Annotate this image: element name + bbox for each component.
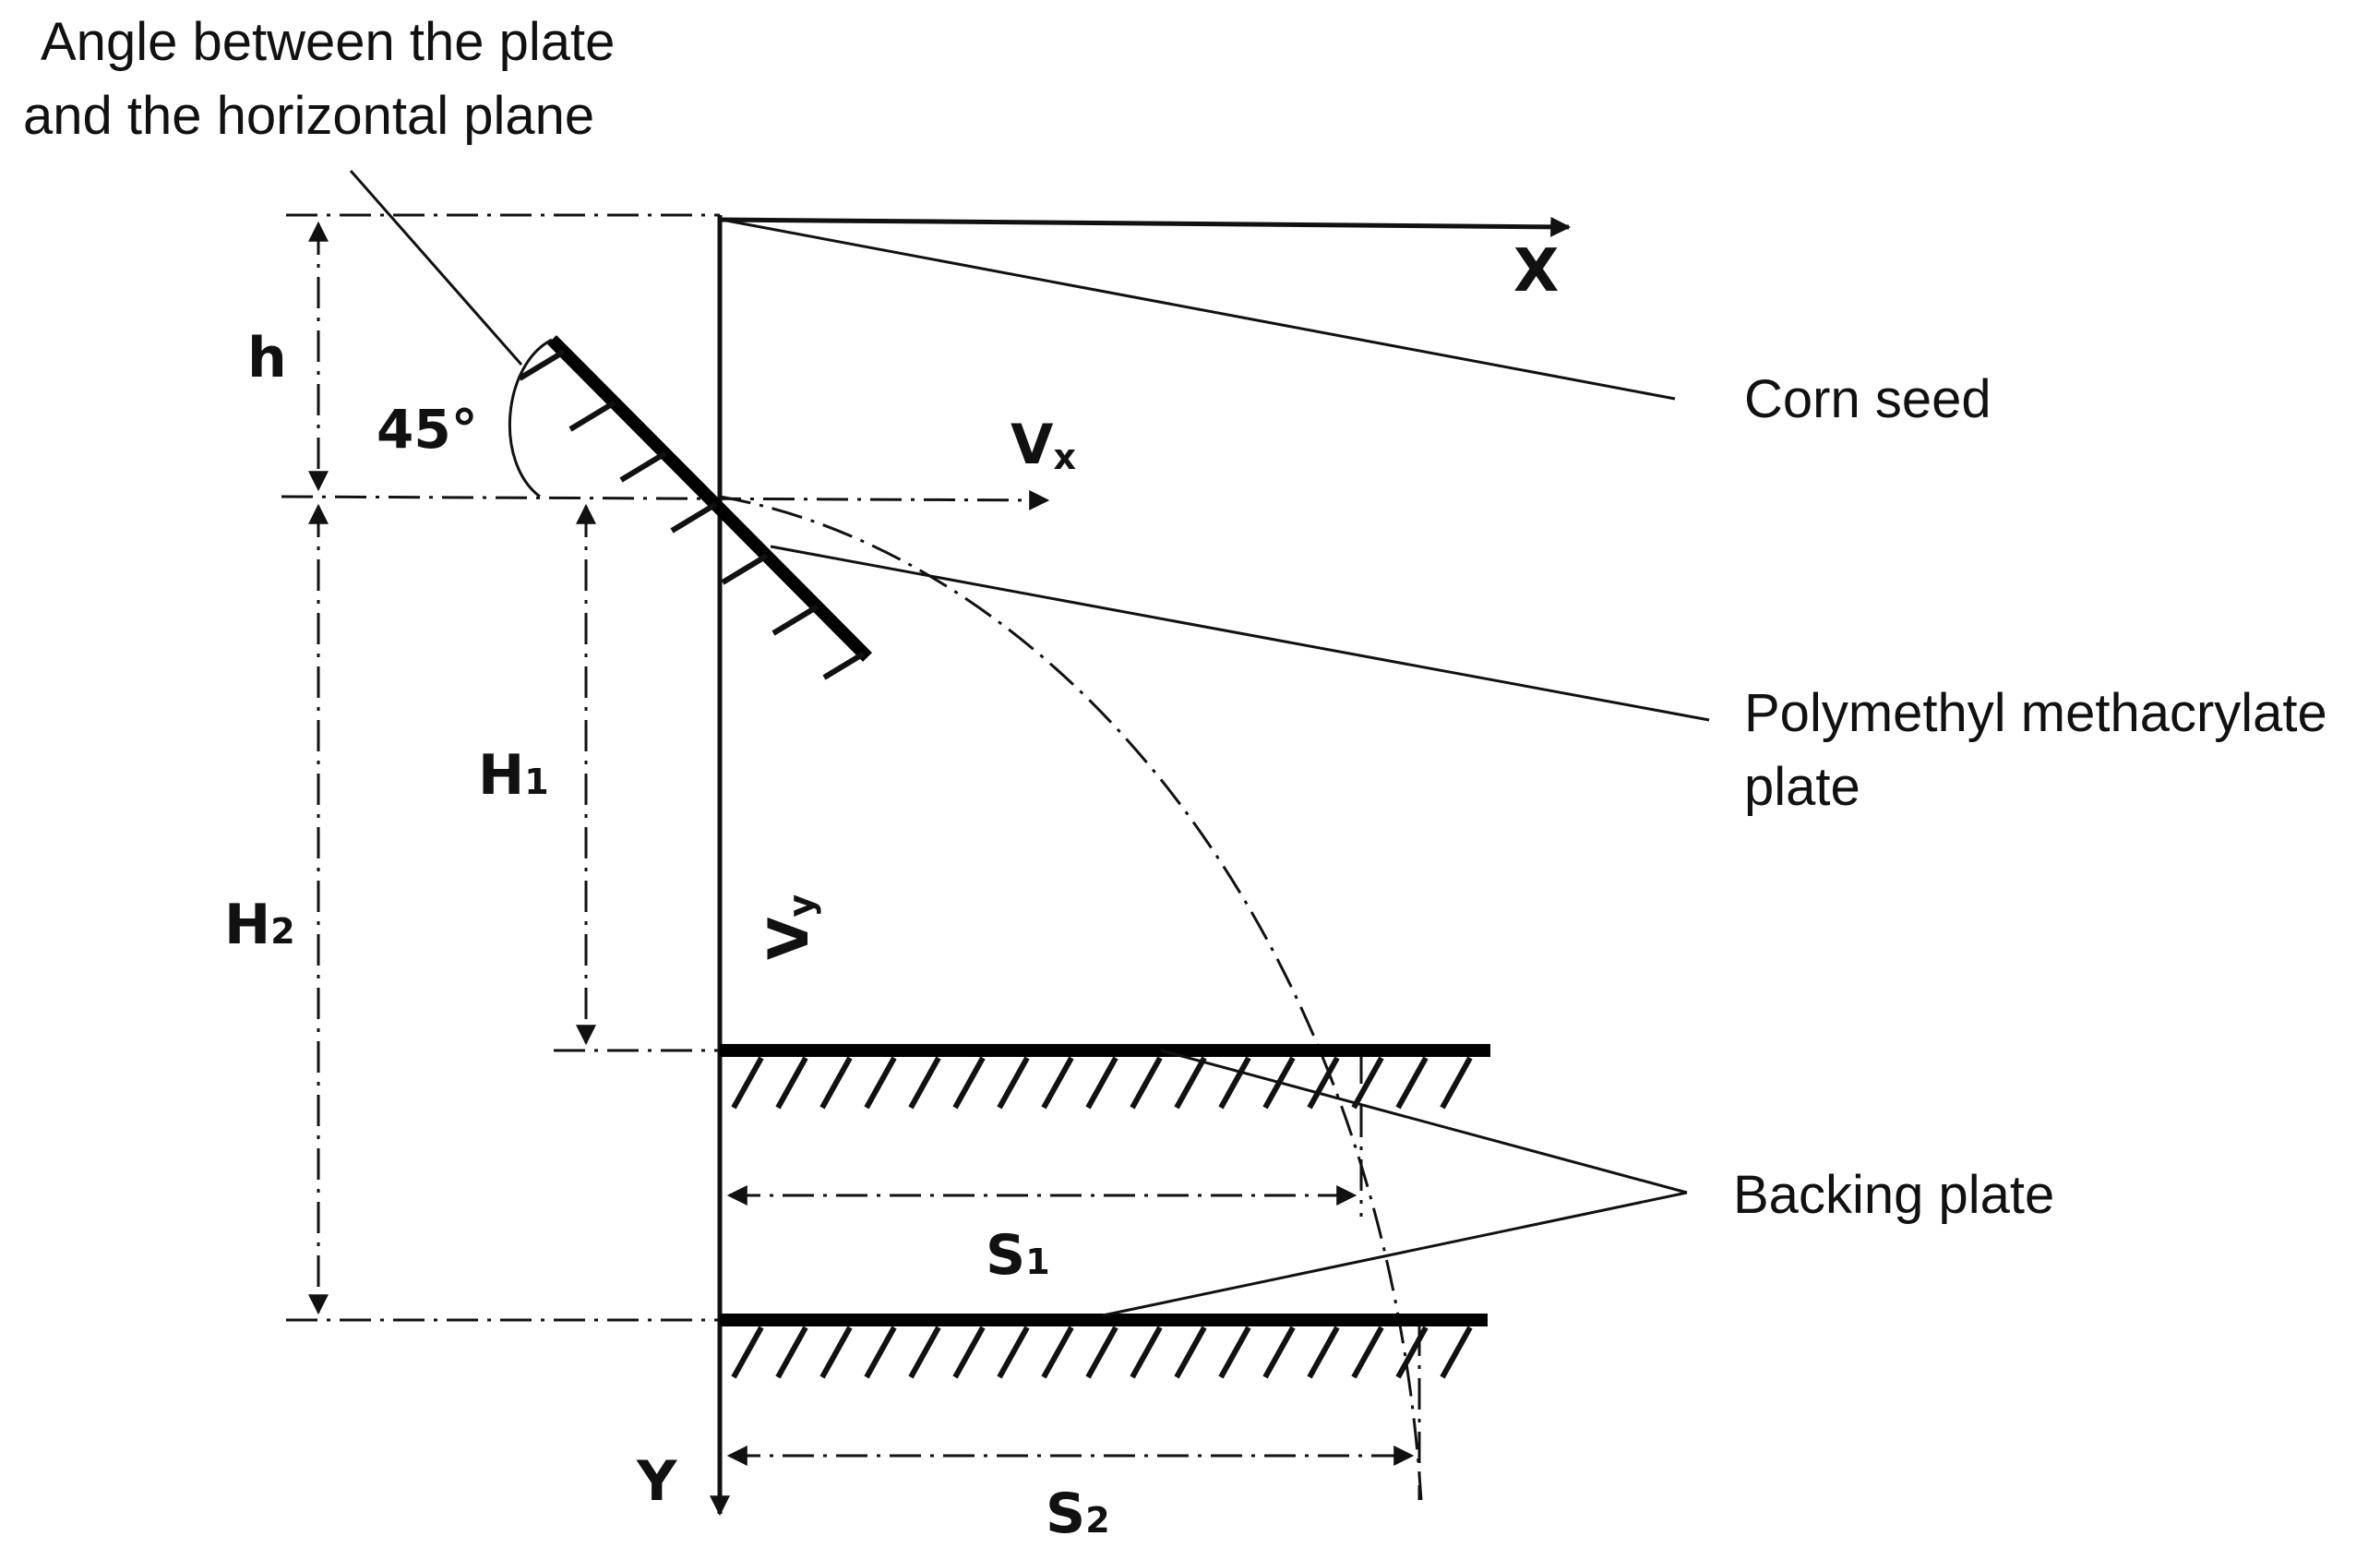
x-axis-line — [719, 216, 1572, 237]
hatch-mark — [1174, 1326, 1207, 1379]
corn-seed-leader-line — [721, 218, 1676, 401]
hatch-mark — [908, 1326, 941, 1379]
hatch-mark — [1085, 1326, 1118, 1379]
angle-arc — [508, 338, 553, 498]
hatch-mark — [1218, 1056, 1251, 1110]
hatch-mark — [1041, 1056, 1074, 1110]
angle-value-label: 45° — [377, 398, 478, 461]
hatch-mark — [775, 1056, 808, 1110]
hatch-mark — [1351, 1326, 1384, 1379]
hatch-mark — [1395, 1326, 1429, 1379]
hatch-mark — [908, 1056, 941, 1110]
hatch-mark — [864, 1056, 897, 1110]
hatch-mark — [997, 1056, 1030, 1110]
hatch-mark — [1307, 1326, 1340, 1379]
pmma-plate — [547, 335, 872, 662]
pmma-label-line2: plate — [1744, 757, 1860, 817]
hatch-mark — [731, 1326, 764, 1379]
hatch-mark — [1307, 1056, 1340, 1110]
corn-seed-label: Corn seed — [1744, 369, 1991, 429]
hatch-mark — [819, 1056, 853, 1110]
angle-label-line1: Angle between the plate — [41, 12, 615, 72]
x-axis-label: X — [1513, 237, 1559, 306]
hatch-mark — [1041, 1326, 1074, 1379]
backing-plate-upper-hatching — [731, 1056, 1473, 1110]
angle-label-line2: and the horizontal plane — [23, 86, 594, 146]
pmma-plate-hatching — [518, 349, 866, 680]
pmma-leader-line — [770, 545, 1710, 722]
hatch-mark — [1262, 1326, 1296, 1379]
vy-label: Vy — [757, 894, 821, 960]
hatch-mark — [1351, 1056, 1384, 1110]
hatch-mark — [952, 1056, 986, 1110]
hatch-mark — [1440, 1326, 1473, 1379]
hatch-mark — [1395, 1056, 1429, 1110]
hatch-mark — [1440, 1056, 1473, 1110]
hatch-mark — [1174, 1056, 1207, 1110]
hatch-mark — [1218, 1326, 1251, 1379]
backing-plate-label: Backing plate — [1733, 1165, 2054, 1225]
y-axis-label: Y — [636, 1449, 678, 1514]
s1-label: S1 — [986, 1223, 1050, 1288]
release-reference-line — [281, 489, 1050, 510]
hatch-mark — [1130, 1326, 1163, 1379]
h1-label: H1 — [478, 743, 549, 808]
h-label: h — [247, 326, 287, 390]
seed-trajectory — [719, 495, 1423, 1501]
hatch-mark — [1085, 1056, 1118, 1110]
backing-leader-line-lower — [1102, 1191, 1688, 1317]
hatch-mark — [1130, 1056, 1163, 1110]
hatch-mark — [952, 1326, 986, 1379]
h2-label: H2 — [224, 893, 295, 957]
angle-leader-line — [349, 170, 523, 366]
s2-label: S2 — [1046, 1482, 1110, 1546]
hatch-mark — [775, 1326, 808, 1379]
backing-leader-line-upper — [1160, 1049, 1688, 1194]
backing-plate-lower-hatching — [731, 1326, 1473, 1379]
hatch-mark — [819, 1326, 853, 1379]
hatch-mark — [997, 1326, 1030, 1379]
pmma-label-line1: Polymethyl methacrylate — [1744, 683, 2327, 743]
hatch-mark — [864, 1326, 897, 1379]
vx-label: Vx — [1011, 413, 1076, 477]
hatch-mark — [731, 1056, 764, 1110]
